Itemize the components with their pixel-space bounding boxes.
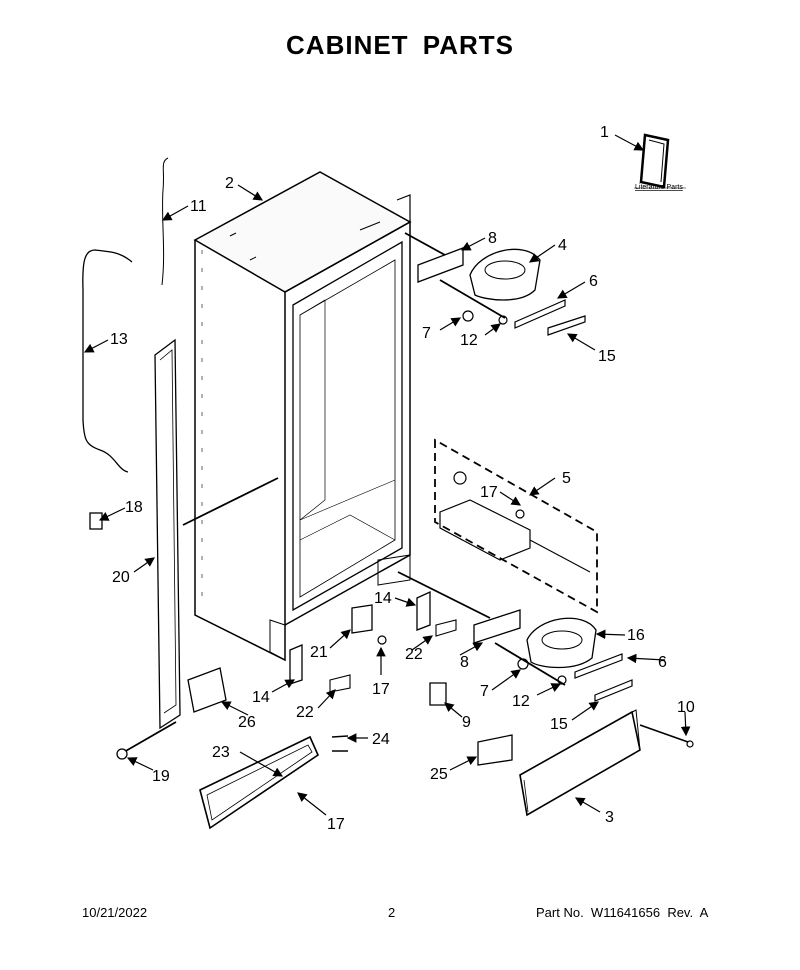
callout-13: 13 xyxy=(110,331,128,348)
revision-label: Rev. xyxy=(667,905,694,920)
callout-21: 21 xyxy=(310,644,328,661)
bottom-hinge-assembly xyxy=(397,571,633,702)
callout-12-bottom: 12 xyxy=(512,693,530,710)
callout-20: 20 xyxy=(112,569,130,586)
literature-parts-label: Literature Parts xyxy=(635,184,683,191)
callout-8-bottom: 8 xyxy=(460,654,469,671)
callout-15-top: 15 xyxy=(598,348,616,365)
callout-19: 19 xyxy=(152,768,170,785)
callout-17-bottom: 17 xyxy=(327,816,345,833)
callout-17-hinge: 17 xyxy=(480,484,498,501)
callout-12-top: 12 xyxy=(460,332,478,349)
callout-8-top: 8 xyxy=(488,230,497,247)
footer-date: 10/21/2022 xyxy=(82,905,148,920)
callout-16: 16 xyxy=(627,627,645,644)
callout-4: 4 xyxy=(558,237,567,254)
leader-lines xyxy=(83,134,691,816)
screw-part xyxy=(116,721,177,760)
revision: A xyxy=(699,905,709,920)
callout-14-left: 14 xyxy=(252,689,270,706)
callout-26: 26 xyxy=(238,714,256,731)
callout-11: 11 xyxy=(190,198,207,215)
top-hinge-assembly xyxy=(404,232,586,336)
toe-grille-part xyxy=(477,709,694,817)
callout-24: 24 xyxy=(372,731,390,748)
callout-14-right: 14 xyxy=(374,590,392,607)
footer-page-number: 2 xyxy=(388,905,396,920)
callout-25: 25 xyxy=(430,766,448,783)
callout-22-right: 22 xyxy=(405,646,423,663)
part-number: W11641656 xyxy=(590,905,661,920)
callout-7-top: 7 xyxy=(422,325,431,342)
callout-3: 3 xyxy=(605,809,614,826)
literature-parts-part xyxy=(634,133,686,189)
bracket-part xyxy=(89,512,103,530)
footer-part-info: Part No. W11641656 Rev. A xyxy=(536,905,708,920)
callout-6-bottom: 6 xyxy=(658,654,667,671)
callout-22-left: 22 xyxy=(296,704,314,721)
callout-2: 2 xyxy=(225,175,234,192)
part-number-label: Part No. xyxy=(536,905,584,920)
callout-15-bottom: 15 xyxy=(550,716,568,733)
callout-9: 9 xyxy=(462,714,471,731)
cabinet-shell-part xyxy=(193,171,412,662)
callout-23: 23 xyxy=(212,744,230,761)
kickplate-frame-part xyxy=(199,735,349,830)
callout-6-top: 6 xyxy=(589,273,598,290)
callout-5: 5 xyxy=(562,470,571,487)
callout-18: 18 xyxy=(125,499,143,516)
page-title: CABINET PARTS xyxy=(286,30,514,60)
callout-17-middle: 17 xyxy=(372,681,390,698)
side-rail-part xyxy=(154,338,279,730)
callout-10: 10 xyxy=(677,699,695,716)
tube-part xyxy=(82,249,133,473)
hinge-kit-part xyxy=(434,438,598,614)
callout-7-bottom: 7 xyxy=(480,683,489,700)
wire-harness-part xyxy=(161,157,169,286)
callout-1: 1 xyxy=(600,124,609,141)
